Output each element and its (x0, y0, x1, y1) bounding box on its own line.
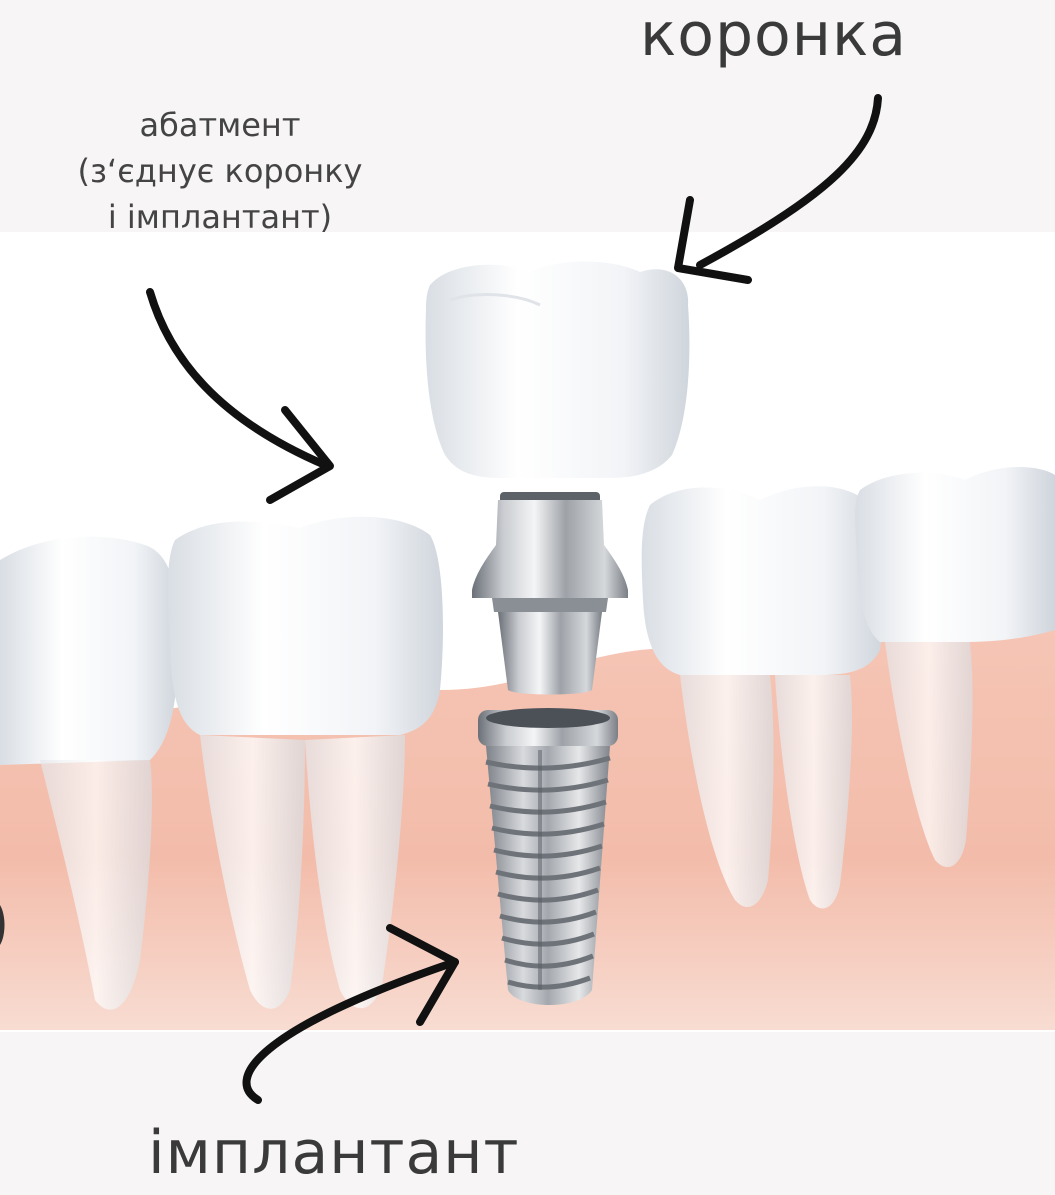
abutment-label-line: і імплантант) (107, 198, 333, 236)
abutment (472, 492, 628, 695)
crown-label: коронка (640, 0, 907, 70)
edge-mark (0, 905, 5, 945)
abutment-label-line: (з‘єднує коронку (77, 152, 363, 190)
implant-threads (485, 755, 611, 990)
abutment-label-line: абатмент (139, 106, 301, 144)
natural-tooth (0, 536, 179, 1010)
arrow-to-implant (242, 924, 459, 1104)
implant (478, 708, 618, 1005)
abutment-label: абатмент (з‘єднує коронку і імплантант) (40, 102, 400, 240)
implant-label: імплантант (148, 1118, 520, 1188)
arrow-to-abutment (146, 288, 334, 504)
natural-tooth (855, 466, 1055, 868)
natural-tooth (641, 486, 885, 909)
dental-crown (425, 261, 690, 478)
natural-tooth (167, 516, 443, 1009)
arrow-to-crown (674, 94, 882, 284)
